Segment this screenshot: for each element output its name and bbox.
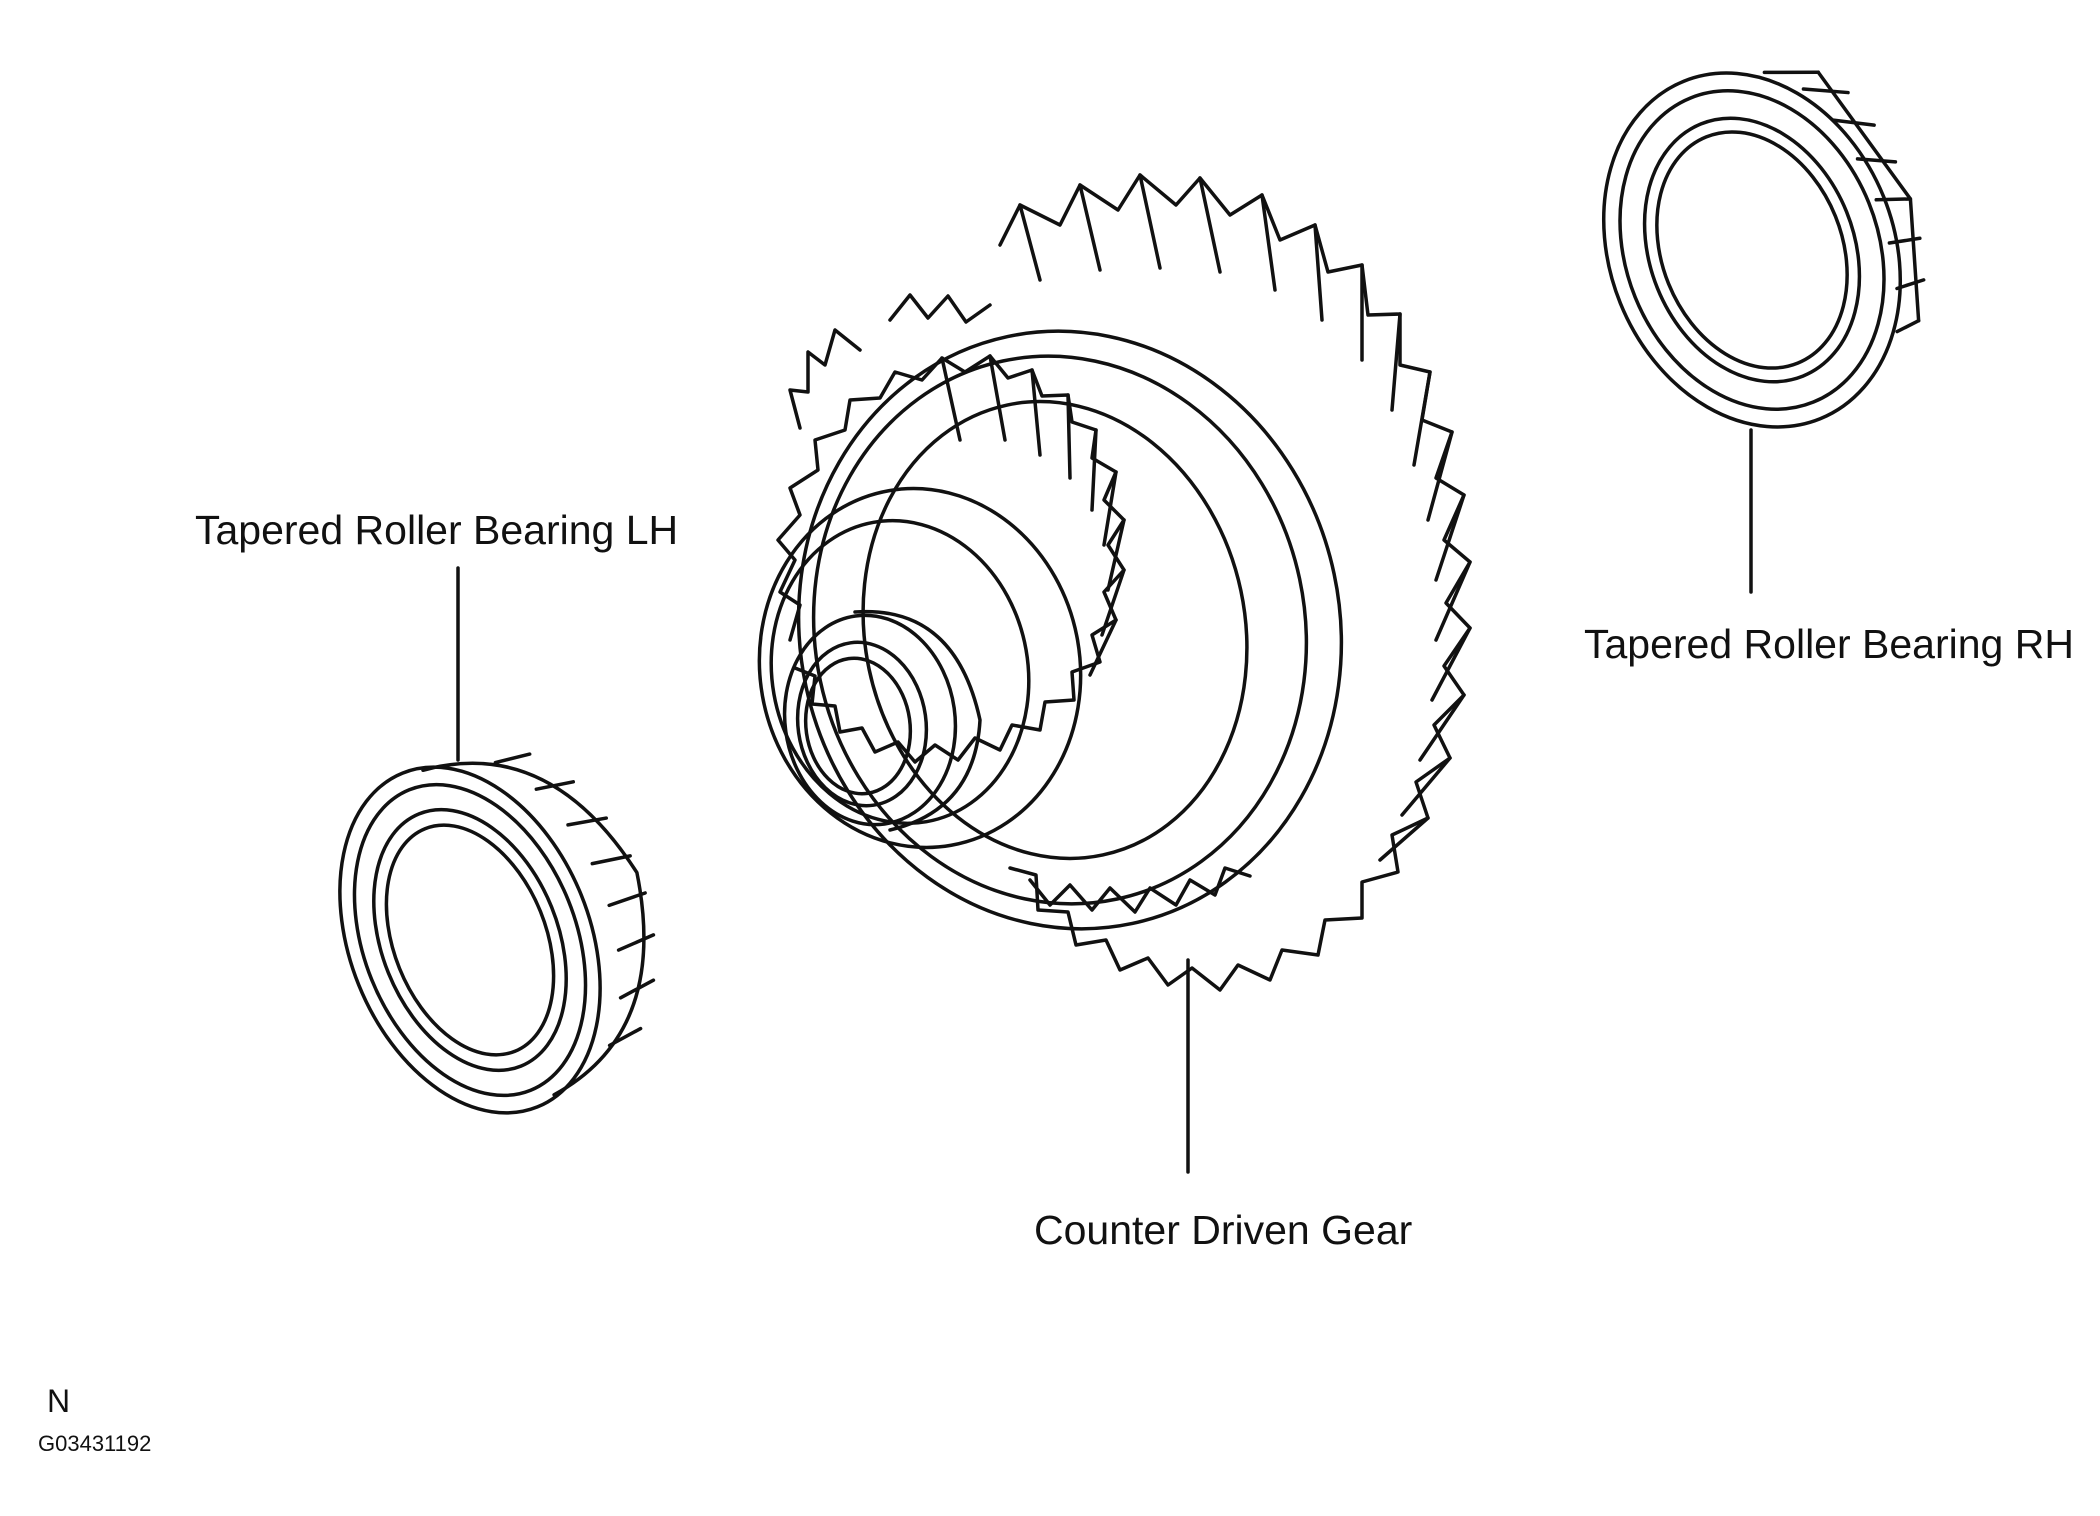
bearing-rh-illustration [1601,70,1926,429]
figure-id: G03431192 [38,1431,152,1456]
bearing-lh-illustration [338,752,656,1115]
footer-code: N [47,1383,71,1419]
label-tapered-roller-bearing-rh: Tapered Roller Bearing RH [1584,621,2074,667]
label-counter-driven-gear: Counter Driven Gear [1034,1207,1413,1253]
counter-driven-gear-illustration [757,173,1472,992]
label-tapered-roller-bearing-lh: Tapered Roller Bearing LH [195,507,679,553]
